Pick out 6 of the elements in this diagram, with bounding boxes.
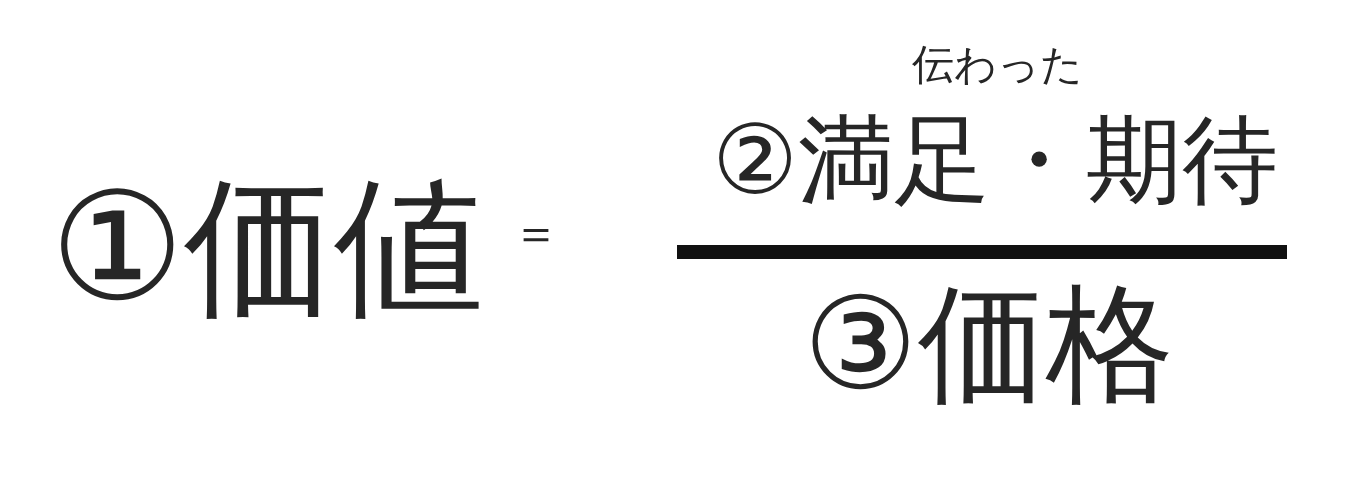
denominator-text: ③価格 <box>803 280 1174 408</box>
equals-sign: ＝ <box>512 208 560 256</box>
fraction-bar <box>677 245 1287 259</box>
formula-term: ①価値 <box>50 172 485 322</box>
numerator-text: ②満足・期待 <box>712 112 1279 208</box>
annotation-text: 伝わった <box>912 44 1083 86</box>
